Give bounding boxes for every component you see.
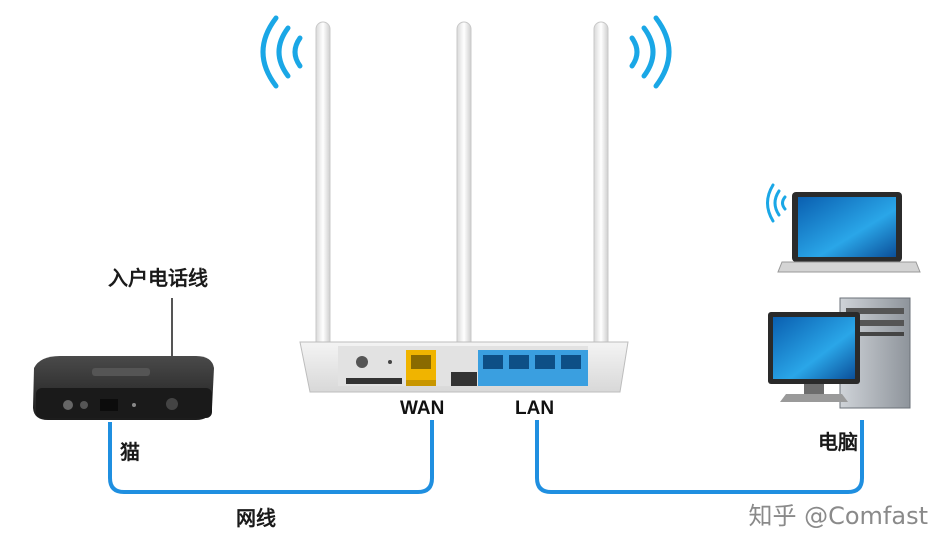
wifi-signal-icon bbox=[260, 15, 303, 89]
wifi-signal-icon bbox=[766, 183, 787, 223]
cable-lan-to-computer bbox=[535, 420, 864, 494]
laptop-icon bbox=[777, 192, 921, 273]
desktop-computer-icon bbox=[768, 297, 911, 409]
wan-label: WAN bbox=[400, 398, 445, 419]
phone-line-label: 入户电话线 bbox=[108, 266, 208, 290]
cable-modem-to-wan bbox=[108, 420, 434, 494]
computer-label: 电脑 bbox=[818, 430, 858, 454]
wifi-signal-icon bbox=[629, 15, 672, 89]
modem-label: 猫 bbox=[120, 440, 140, 464]
modem-icon bbox=[33, 356, 214, 420]
cable-label: 网线 bbox=[236, 506, 276, 530]
lan-label: LAN bbox=[515, 398, 555, 419]
watermark: 知乎 @Comfast bbox=[748, 502, 928, 530]
router-icon bbox=[299, 21, 629, 393]
